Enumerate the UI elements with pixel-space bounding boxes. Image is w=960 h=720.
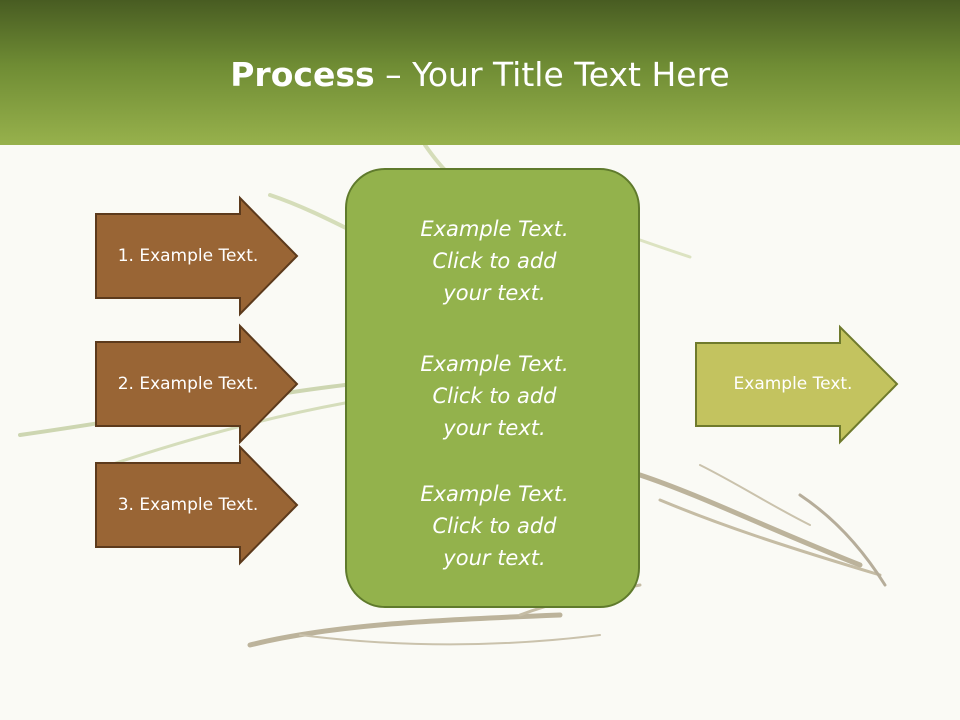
title-bold: Process <box>230 55 375 94</box>
center-text-block-1: Example Text. Click to add your text. <box>347 213 642 309</box>
center-text-line: Example Text. <box>420 352 569 376</box>
center-text-line: Click to add <box>432 249 557 273</box>
center-text-line: Example Text. <box>420 217 569 241</box>
center-text-line: your text. <box>443 281 546 305</box>
left-arrow-2-label: 2. Example Text. <box>117 374 259 394</box>
slide-title[interactable]: Process – Your Title Text Here <box>0 50 960 100</box>
right-arrow-label: Example Text. <box>733 374 853 394</box>
center-text-block-2: Example Text. Click to add your text. <box>347 348 642 444</box>
center-text-line: your text. <box>443 546 546 570</box>
center-text-block-3: Example Text. Click to add your text. <box>347 478 642 574</box>
right-arrow[interactable] <box>695 324 899 445</box>
center-text-line: your text. <box>443 416 546 440</box>
center-text-line: Click to add <box>432 514 557 538</box>
title-rest: – Your Title Text Here <box>374 55 730 94</box>
center-text-line: Example Text. <box>420 482 569 506</box>
center-text-line: Click to add <box>432 384 557 408</box>
left-arrow-1[interactable] <box>95 195 299 317</box>
center-process-box[interactable]: Example Text. Click to add your text. Ex… <box>345 168 640 608</box>
left-arrow-3-label: 3. Example Text. <box>117 495 259 515</box>
left-arrow-1-label: 1. Example Text. <box>117 246 259 266</box>
title-bar: Process – Your Title Text Here <box>0 0 960 145</box>
left-arrow-2[interactable] <box>95 323 299 445</box>
left-arrow-3[interactable] <box>95 444 299 566</box>
plant-roots-background <box>18 145 887 648</box>
